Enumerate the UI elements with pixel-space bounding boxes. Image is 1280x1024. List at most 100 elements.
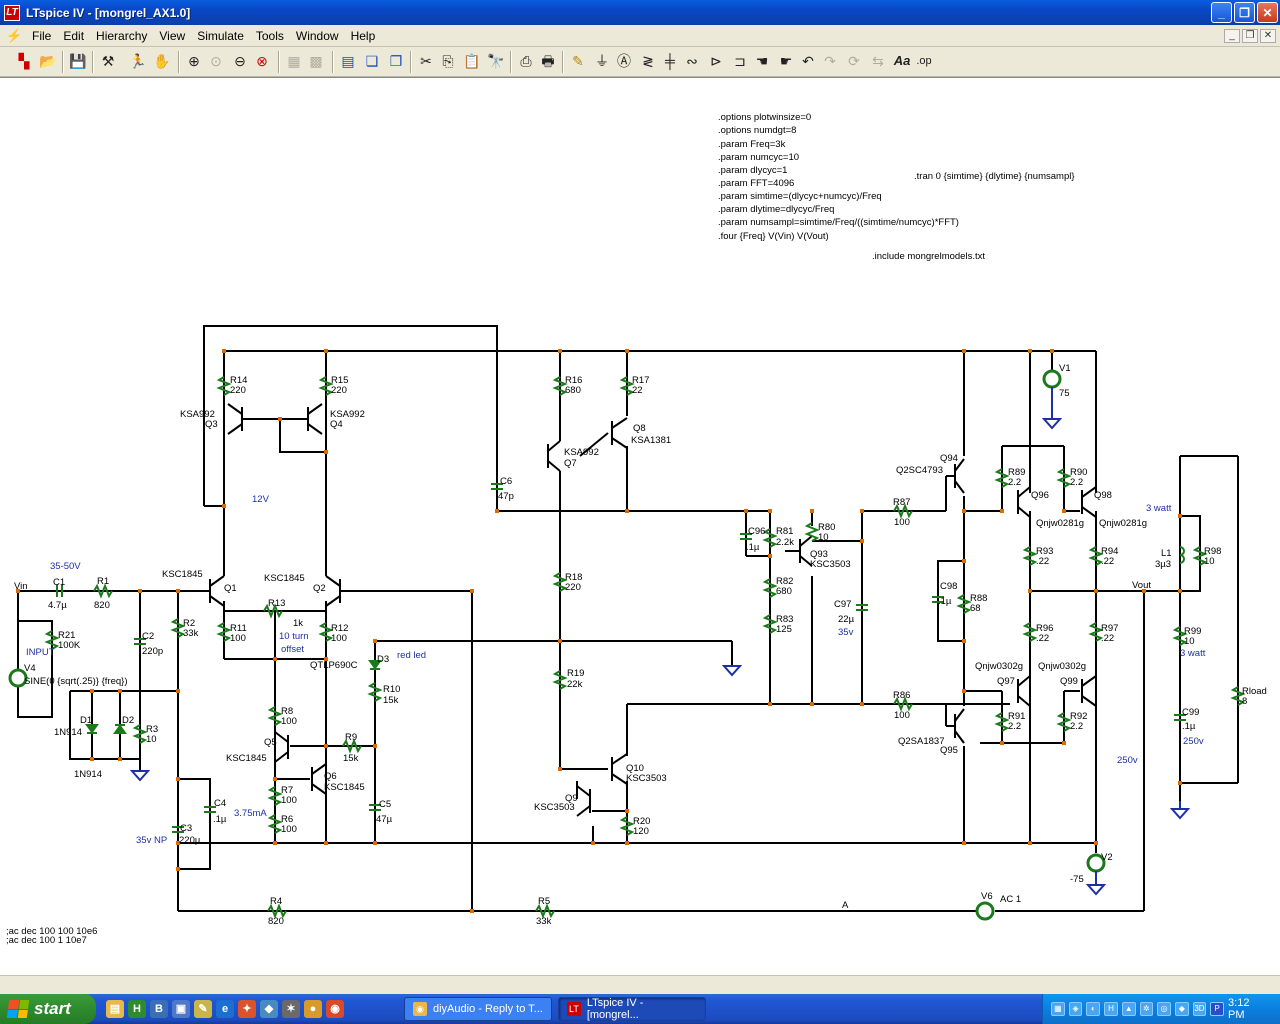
directive[interactable]: .param dlycyc=1	[718, 165, 787, 176]
app-icon[interactable]: ▣	[172, 1000, 190, 1018]
autorange-icon[interactable]: ▦	[287, 53, 301, 69]
draw-wire-icon[interactable]: ✎	[572, 53, 584, 69]
transistor-q7[interactable]	[547, 440, 561, 472]
pan-icon[interactable]: ⊙	[210, 53, 222, 69]
transistor-q93[interactable]	[799, 535, 813, 567]
transistor-q8[interactable]	[611, 417, 628, 449]
transistor-q1[interactable]	[209, 575, 225, 607]
resistor-r81[interactable]	[762, 528, 778, 548]
mdi-minimize-button[interactable]: _	[1224, 28, 1240, 43]
resistor-r14[interactable]	[216, 376, 232, 396]
diode-icon[interactable]: ⊳	[710, 53, 722, 69]
resistor-r93[interactable]	[1022, 546, 1038, 566]
include-directive[interactable]: .include mongrelmodels.txt	[872, 251, 985, 262]
notepad-icon[interactable]: ✎	[194, 1000, 212, 1018]
directive[interactable]: .options plotwinsize=0	[718, 112, 811, 123]
tile-horizontal-icon[interactable]: ▤	[341, 53, 355, 69]
led-d3[interactable]	[368, 660, 382, 670]
tile-vertical-icon[interactable]: ❐	[389, 53, 403, 69]
resistor-r5[interactable]	[535, 903, 555, 919]
component-icon[interactable]: ⊐	[734, 53, 746, 69]
tray-icon[interactable]: ◆	[1174, 1002, 1189, 1016]
resistor-r1[interactable]	[93, 583, 113, 599]
chrome-icon[interactable]: ◉	[326, 1000, 344, 1018]
capacitor-c5[interactable]	[369, 804, 381, 811]
run-icon[interactable]: 🏃	[129, 53, 147, 69]
menu-file[interactable]: File	[32, 28, 52, 43]
resistor-r90[interactable]	[1056, 468, 1072, 488]
resistor-r94[interactable]	[1088, 546, 1104, 566]
control-panel-icon[interactable]: ⚒	[101, 53, 115, 69]
paste-icon[interactable]: 📋	[463, 53, 481, 69]
directive[interactable]: .param dlytime=dlycyc/Freq	[718, 204, 834, 215]
taskbar-item-diyaudio[interactable]: ◉ diyAudio - Reply to T...	[404, 997, 552, 1021]
find-icon[interactable]: 🔭	[487, 53, 505, 69]
source-v6[interactable]	[975, 901, 995, 921]
open-schematic-icon[interactable]: ▚	[18, 53, 30, 69]
transistor-q96[interactable]	[1017, 486, 1031, 518]
spice-directive-icon[interactable]: .op	[916, 55, 932, 67]
tray-icon[interactable]: ◐	[1086, 1002, 1101, 1016]
mdi-restore-button[interactable]: ❐	[1242, 28, 1258, 43]
resistor-r19[interactable]	[552, 670, 568, 690]
grid-icon[interactable]: ▩	[309, 53, 323, 69]
resistor-r15[interactable]	[318, 376, 334, 396]
tray-icon[interactable]: 3D	[1192, 1002, 1207, 1016]
open-folder-icon[interactable]: 📂	[39, 53, 57, 69]
save-icon[interactable]: 💾	[69, 53, 87, 69]
menu-view[interactable]: View	[159, 28, 186, 43]
resistor-r16[interactable]	[552, 376, 568, 396]
resistor-r6[interactable]	[267, 814, 283, 834]
menu-hierarchy[interactable]: Hierarchy	[96, 28, 148, 43]
zoom-fit-icon[interactable]: ⊗	[256, 53, 268, 69]
mirror-icon[interactable]: ⇆	[872, 53, 884, 69]
capacitor-c6[interactable]	[491, 483, 503, 490]
resistor-r11[interactable]	[216, 622, 232, 642]
directive[interactable]: .param Freq=3k	[718, 139, 786, 150]
directive[interactable]: .param numcyc=10	[718, 152, 799, 163]
taskbar-item-ltspice[interactable]: LT LTspice IV - [mongrel...	[558, 997, 706, 1021]
rotate-icon[interactable]: ⟳	[848, 53, 860, 69]
transistor-q94[interactable]	[954, 458, 965, 494]
ie-icon[interactable]: e	[216, 1000, 234, 1018]
mdi-close-button[interactable]: ✕	[1260, 28, 1276, 43]
halt-icon[interactable]: ✋	[153, 53, 171, 69]
resistor-r13[interactable]	[263, 603, 283, 619]
label-net-icon[interactable]: Ⓐ	[617, 53, 631, 69]
directive[interactable]: .param FFT=4096	[718, 178, 794, 189]
tray-icon[interactable]: ✲	[1139, 1002, 1154, 1016]
print-preview-icon[interactable]: ⎙	[520, 53, 532, 69]
inductor-icon[interactable]: ∾	[686, 53, 698, 69]
resistor-r86[interactable]	[893, 696, 913, 712]
resistor-rload[interactable]	[1230, 686, 1246, 706]
menu-tools[interactable]: Tools	[255, 28, 284, 43]
transistor-q99[interactable]	[1081, 675, 1097, 707]
tray-icon[interactable]: H	[1104, 1002, 1118, 1016]
transistor-q3[interactable]	[227, 403, 243, 435]
resistor-r98[interactable]	[1192, 546, 1208, 566]
directive[interactable]: .param simtime=(dlycyc+numcyc)/Freq	[718, 191, 882, 202]
resistor-r97[interactable]	[1088, 622, 1104, 642]
tray-icon[interactable]: P	[1210, 1002, 1225, 1016]
resistor-r17[interactable]	[619, 376, 635, 396]
menu-help[interactable]: Help	[350, 28, 376, 43]
resistor-r4[interactable]	[267, 903, 287, 919]
app-icon[interactable]: ●	[304, 1000, 322, 1018]
diode-d1[interactable]	[85, 724, 99, 734]
cascade-icon[interactable]: ❏	[365, 53, 379, 69]
net-label[interactable]: Vin	[14, 581, 28, 592]
tray-icon[interactable]: ◈	[1068, 1002, 1083, 1016]
capacitor-c4[interactable]	[204, 806, 216, 813]
capacitor-c98[interactable]	[932, 596, 944, 603]
resistor-r87[interactable]	[893, 503, 913, 519]
zoom-out-icon[interactable]: ⊖	[234, 53, 246, 69]
app-icon[interactable]: B	[150, 1000, 168, 1018]
resistor-r21[interactable]	[44, 630, 60, 650]
resistor-r88[interactable]	[956, 594, 972, 614]
resistor-r20[interactable]	[619, 816, 635, 836]
capacitor-c97[interactable]	[856, 604, 868, 611]
resistor-r83[interactable]	[762, 614, 778, 634]
resistor-r10[interactable]	[367, 682, 383, 702]
tray-icon[interactable]: ◎	[1157, 1002, 1171, 1016]
resistor-r7[interactable]	[267, 786, 283, 806]
